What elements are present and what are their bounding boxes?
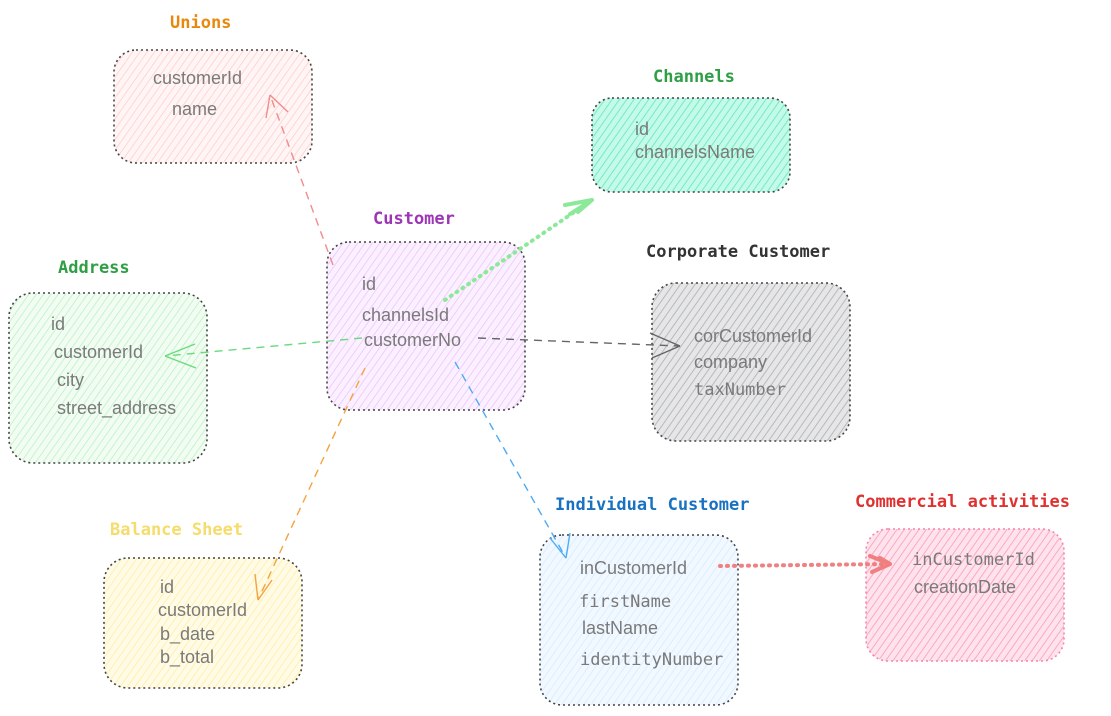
corporate-field: taxNumber	[694, 380, 786, 400]
commercial-field: creationDate	[914, 577, 1016, 597]
channels-field: channelsName	[635, 142, 755, 162]
individual-field: inCustomerId	[580, 558, 687, 578]
address-field: customerId	[54, 342, 143, 362]
unions-field: customerId	[153, 68, 242, 88]
corporate-box	[651, 282, 851, 442]
address-box	[8, 292, 208, 464]
address-field: street_address	[57, 398, 176, 419]
customer-individual-connector	[454, 361, 571, 559]
customer-field: customerNo	[364, 330, 461, 350]
customer-address-connector	[164, 337, 363, 369]
individual-field: lastName	[582, 618, 658, 638]
individual-commercial-connector	[718, 554, 892, 574]
commercial-box	[865, 528, 1065, 662]
customer-balance-connector	[254, 367, 366, 601]
individual-field: firstName	[579, 592, 671, 612]
customer-corporate-connector	[477, 332, 681, 359]
unions-title: Unions	[170, 13, 231, 33]
individual-title: Individual Customer	[555, 495, 749, 515]
individual-box	[539, 534, 739, 706]
unions-field: name	[172, 99, 217, 119]
commercial-field: inCustomerId	[912, 550, 1035, 570]
balance-box	[103, 557, 303, 689]
balance-field: b_total	[160, 647, 214, 668]
corporate-field: company	[694, 352, 767, 372]
corporate-field: corCustomerId	[694, 326, 812, 346]
address-field: city	[57, 370, 84, 390]
channels-box	[591, 97, 791, 193]
customer-field: id	[362, 274, 376, 294]
balance-field: id	[160, 577, 174, 597]
corporate-title: Corporate Customer	[646, 242, 830, 262]
customer-field: channelsId	[362, 305, 449, 325]
channels-field: id	[635, 119, 649, 139]
individual-field: identityNumber	[580, 650, 723, 670]
address-field: id	[51, 314, 65, 334]
commercial-title: Commercial activities	[855, 492, 1070, 512]
balance-field: customerId	[158, 600, 247, 620]
unions-box	[113, 49, 313, 164]
customer-box	[326, 241, 526, 411]
customer-title: Customer	[373, 209, 455, 229]
balance-field: b_date	[160, 624, 215, 645]
balance-title: Balance Sheet	[110, 520, 243, 540]
channels-title: Channels	[653, 67, 735, 87]
customer-unions-connector	[265, 94, 334, 266]
customer-channels-connector	[443, 198, 594, 302]
address-title: Address	[58, 258, 130, 278]
